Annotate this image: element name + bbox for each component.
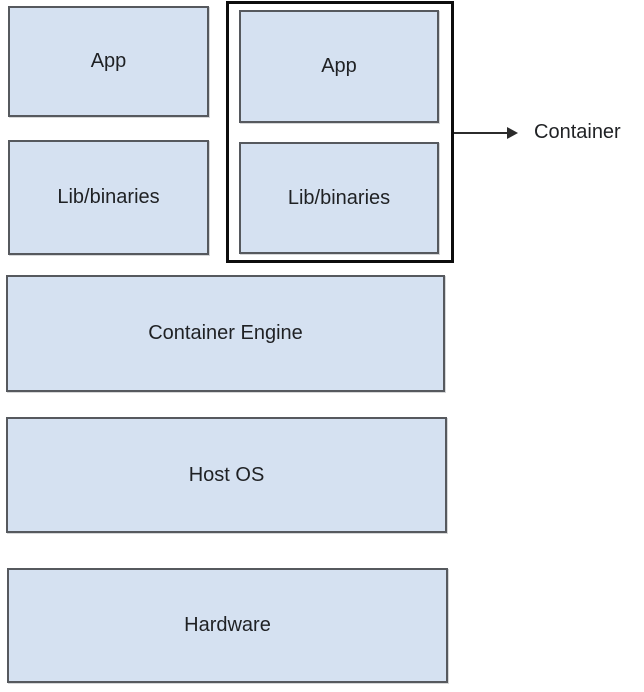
layer-box-hardware: Hardware bbox=[7, 568, 448, 683]
layer-hardware-label: Hardware bbox=[184, 614, 271, 636]
lib-binaries-box-container: Lib/binaries bbox=[239, 142, 439, 254]
container-label: Container bbox=[534, 121, 621, 143]
layer-box-host-os: Host OS bbox=[6, 417, 447, 533]
container-arrow-head-icon bbox=[507, 127, 518, 139]
layer-box-container-engine: Container Engine bbox=[6, 275, 445, 392]
layer-container-engine-label: Container Engine bbox=[148, 322, 303, 344]
container-arrow-line bbox=[454, 132, 508, 134]
layer-host-os-label: Host OS bbox=[188, 463, 265, 486]
lib-binaries-box-host: Lib/binaries bbox=[8, 140, 209, 255]
app-box-host-label: App bbox=[90, 50, 127, 72]
container-frame bbox=[226, 1, 454, 263]
app-box-container-label: App bbox=[321, 55, 357, 77]
app-box-container: App bbox=[239, 10, 439, 123]
lib-binaries-box-container-label: Lib/binaries bbox=[287, 186, 391, 209]
lib-binaries-box-host-label: Lib/binaries bbox=[57, 186, 160, 208]
app-box-host: App bbox=[8, 6, 209, 117]
